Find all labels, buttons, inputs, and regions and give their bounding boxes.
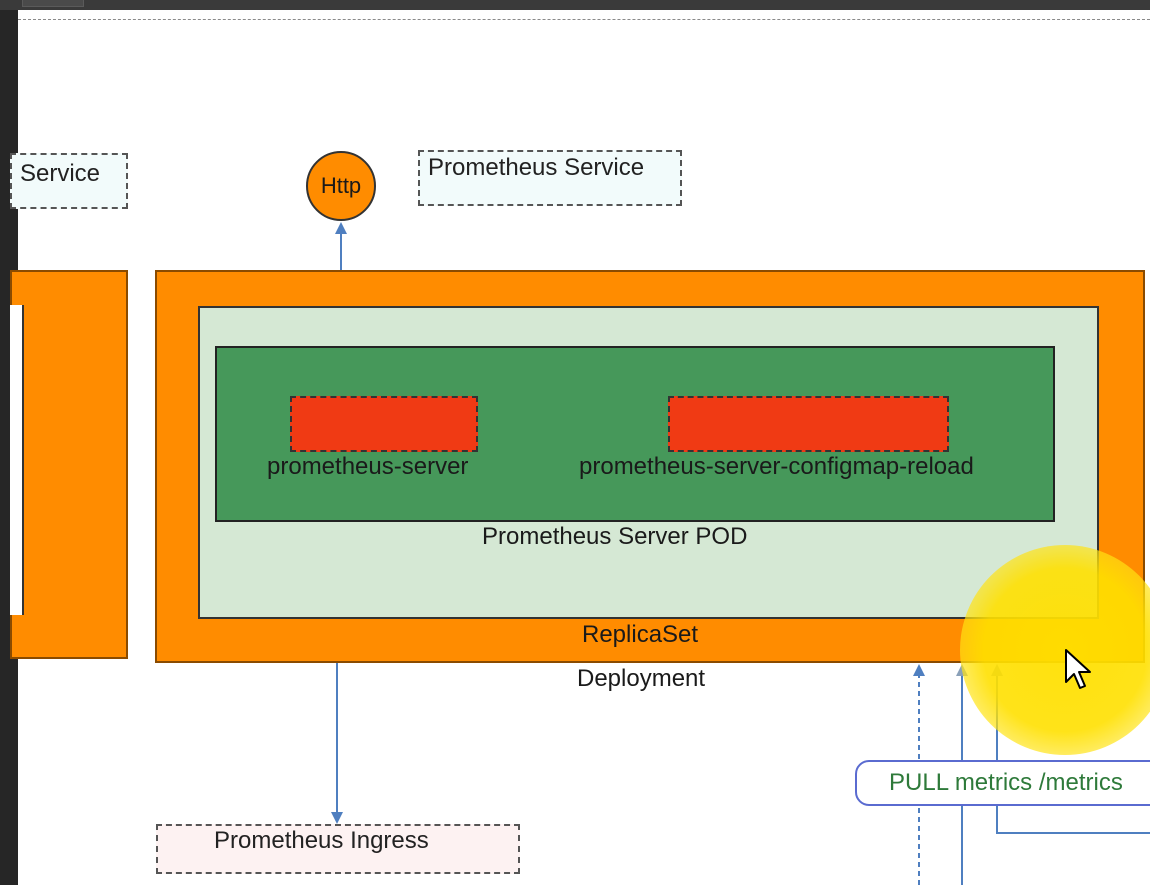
service-left-box[interactable]: Service xyxy=(10,153,128,209)
editor-tab[interactable] xyxy=(22,0,84,7)
replicaset-label: ReplicaSet xyxy=(582,621,699,648)
left-deployment-box[interactable] xyxy=(10,270,128,659)
http-label: Http xyxy=(320,173,362,198)
mouse-pointer-icon xyxy=(1065,649,1091,689)
container-configmap-reload[interactable] xyxy=(668,396,949,452)
pod-label: Prometheus Server POD xyxy=(482,523,748,550)
left-replicaset-edge xyxy=(10,305,24,615)
editor-top-bar xyxy=(0,0,1150,10)
deployment-label: Deployment xyxy=(577,665,706,692)
page-boundary-line xyxy=(18,19,1150,20)
prometheus-ingress-label: Prometheus Ingress xyxy=(214,827,429,854)
prometheus-ingress-box[interactable]: Prometheus Ingress xyxy=(156,824,520,874)
prometheus-service-label: Prometheus Service xyxy=(428,154,645,181)
pull-metrics-label: PULL metrics /metrics xyxy=(889,769,1123,796)
container-1-label: prometheus-server xyxy=(267,453,469,480)
container-2-label: prometheus-server-configmap-reload xyxy=(579,453,974,480)
editor-left-edge xyxy=(0,10,18,885)
container-prometheus-server[interactable] xyxy=(290,396,478,452)
http-endpoint-node[interactable]: Http xyxy=(306,151,376,221)
service-left-label: Service xyxy=(20,160,101,187)
cursor-highlight xyxy=(960,545,1150,755)
pull-metrics-label-box[interactable]: PULL metrics /metrics xyxy=(855,760,1150,806)
prometheus-service-box[interactable]: Prometheus Service xyxy=(418,150,682,206)
